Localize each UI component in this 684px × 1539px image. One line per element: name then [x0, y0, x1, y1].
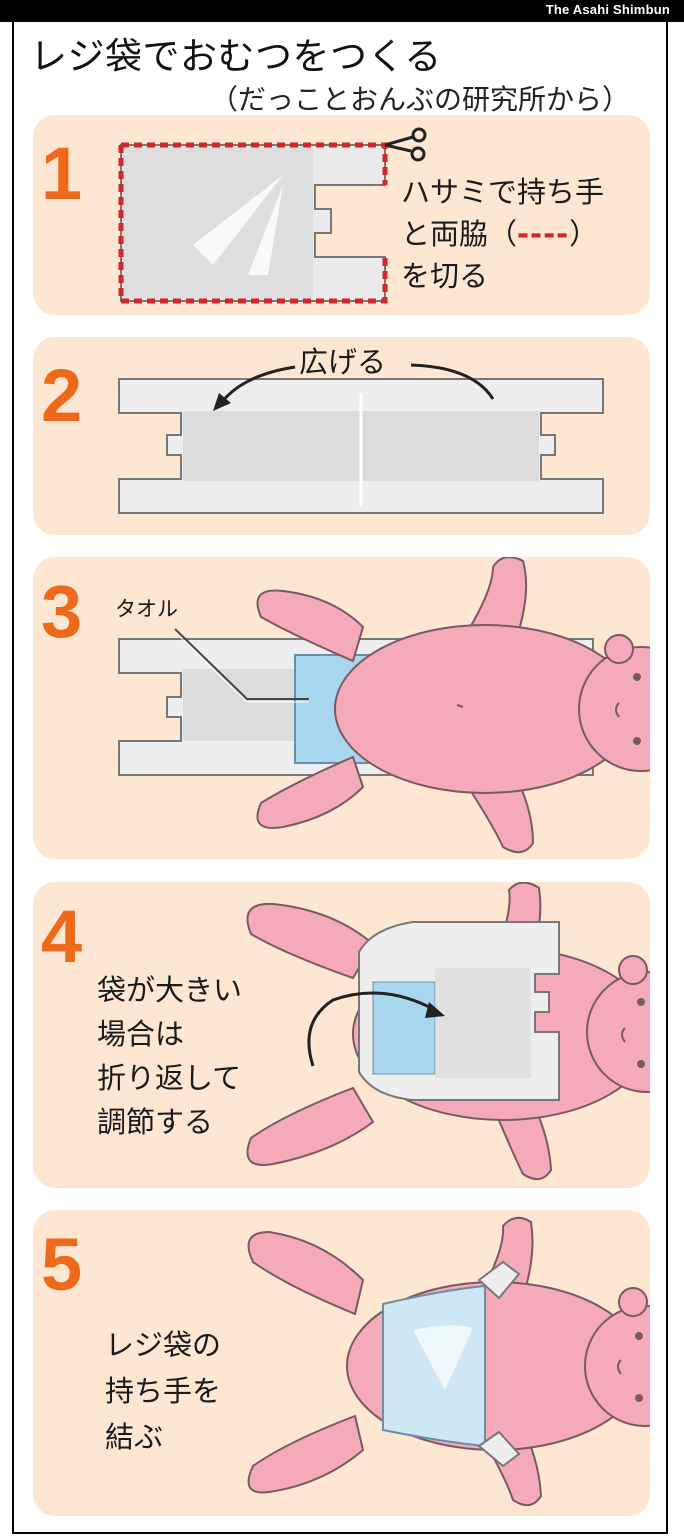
step-4-caption-line-2: 場合は — [97, 1017, 185, 1051]
cut-line-legend: ---- — [517, 217, 570, 251]
arrow-left-icon — [219, 365, 296, 404]
bag-handle-knot — [477, 1260, 521, 1300]
publisher-credit: The Asahi Shimbun — [545, 2, 670, 17]
step-1-caption-line-1: ハサミで持ち手 — [401, 175, 605, 209]
step-1-illustration — [118, 127, 427, 304]
step-5-caption-line-1: レジ袋の — [105, 1328, 222, 1362]
step-2-illustration — [118, 363, 604, 514]
step-4-illustration — [246, 882, 650, 1181]
bag-body — [123, 147, 313, 299]
arrow-right-icon — [410, 363, 495, 400]
step-2-number: 2 — [41, 354, 83, 437]
step-1-caption-line-3: を切る — [401, 259, 489, 293]
step-3-illustration — [118, 557, 650, 854]
step-5-caption: レジ袋の 持ち手を 結ぶ — [105, 1322, 221, 1460]
top-bar: The Asahi Shimbun — [0, 0, 684, 22]
towel-pointer-line — [174, 628, 309, 700]
step-3-number: 3 — [41, 570, 83, 653]
step-4-caption-line-3: 折り返して — [97, 1061, 242, 1095]
step-1-number: 1 — [41, 132, 83, 215]
step-5-caption-line-3: 結ぶ — [105, 1420, 164, 1454]
step-4-number: 4 — [41, 895, 83, 978]
step-5-illustration — [247, 1216, 650, 1507]
step-1-caption-text: と両脇（ — [401, 217, 518, 251]
content-frame — [12, 22, 668, 1534]
step-3-panel: 3 タオル — [33, 557, 650, 859]
step-1-caption-line-2: と両脇（----） — [401, 213, 604, 255]
step-4-panel: 4 袋が大きい 場合は 折り返して 調節する — [33, 882, 650, 1188]
step-5-caption-line-2: 持ち手を — [105, 1374, 222, 1408]
baby — [256, 557, 650, 854]
cut-line-bottom — [118, 145, 388, 304]
step-2-label: 広げる — [299, 345, 387, 379]
step-2-panel: 2 広げる — [33, 337, 650, 535]
step-5-panel: 5 レジ袋の 持ち手を 結ぶ — [33, 1210, 650, 1516]
step-4-caption-line-4: 調節する — [97, 1105, 214, 1139]
step-4-caption: 袋が大きい 場合は 折り返して 調節する — [97, 968, 242, 1144]
step-4-caption-line-1: 袋が大きい — [97, 973, 243, 1007]
step-1-caption: ハサミで持ち手 と両脇（----） を切る — [401, 171, 604, 297]
page-title: レジ袋でおむつをつくる — [30, 35, 442, 78]
fold-arrow-icon — [307, 991, 436, 1067]
step-1-panel: 1 ハサミで持ち手 と両脇（----） を切る — [33, 115, 650, 315]
step-1-caption-close: ） — [569, 217, 599, 251]
step-3-label: タオル — [115, 597, 178, 621]
step-5-number: 5 — [41, 1223, 83, 1306]
bag-handle-knot — [477, 1430, 521, 1468]
page-subtitle: （だっことおんぶの研究所から） — [210, 83, 631, 116]
scissors-icon — [384, 127, 427, 162]
